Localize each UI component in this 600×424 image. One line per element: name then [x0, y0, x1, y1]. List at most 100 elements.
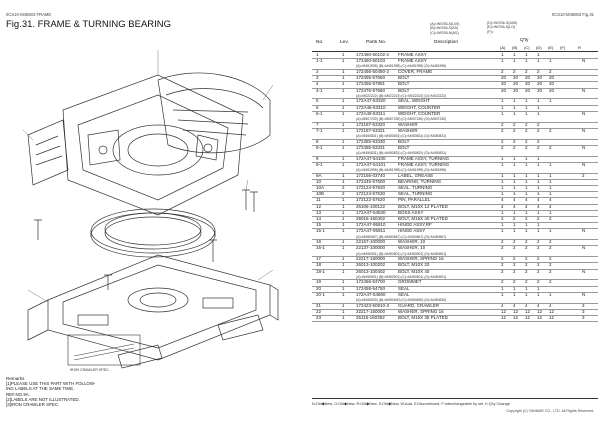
cell-lev: 1: [342, 216, 345, 221]
cell-part-no: 172A47-54100: [356, 155, 386, 161]
row-divider: [312, 75, 598, 77]
cell-qty: 2: [549, 262, 552, 268]
cell-description: WASHER, SPRING 16: [398, 256, 444, 262]
turning-bearing-drawing: [90, 208, 216, 258]
cell-remark: N: [582, 161, 586, 167]
cell-qty: 20: [525, 75, 531, 81]
cell-qty: 20: [525, 81, 531, 87]
cell-no: 1-1: [316, 58, 323, 64]
cell-qty: 1: [525, 52, 528, 57]
cell-qty: 1: [501, 110, 504, 116]
header-right-code: 0CS10-M46803 Fig.31: [551, 12, 594, 17]
cell-qty: 2: [513, 138, 516, 144]
cell-remark: N: [582, 110, 586, 116]
cell-remark: N: [582, 291, 586, 297]
cell-remark: 3: [582, 308, 585, 314]
cell-no: 8: [316, 138, 319, 144]
col-d: (D): [536, 45, 542, 50]
cell-part-no: 172460-50103: [356, 58, 386, 64]
cell-no: 14: [316, 216, 322, 221]
cell-lev: 1: [342, 127, 345, 133]
col-no: No.: [316, 40, 324, 45]
cell-qty: 1: [513, 185, 516, 190]
cell-qty: 1: [501, 191, 504, 197]
cell-description: FRAME ASSY, TURNING: [398, 161, 450, 167]
row-divider: [312, 228, 598, 230]
cell-part-no: 172455-57881: [356, 81, 386, 87]
cell-remark: 2: [582, 172, 585, 178]
cell-description: WASHER, SPRING 16: [398, 308, 444, 314]
cell-no: 1: [316, 52, 319, 57]
cell-lev: 1: [342, 209, 345, 215]
cell-description: SEAL, TURNING: [398, 185, 433, 190]
cell-part-no: 172156-03740: [356, 172, 386, 178]
cell-no: 21: [316, 302, 322, 308]
row-divider: [312, 144, 598, 146]
cell-qty: 2: [549, 268, 552, 274]
row-divider: [312, 268, 598, 270]
cell-description: BOLT, M16X 40 PLATED: [398, 216, 448, 221]
cell-qty: 20: [513, 81, 519, 87]
col-f: (F): [560, 45, 566, 50]
cell-lev: 1: [342, 203, 345, 209]
cell-part-no: 172476-57660: [356, 87, 386, 93]
cell-qty: 1: [501, 222, 504, 228]
exploded-parts-diagram: [22, 50, 279, 369]
cell-description: FRAME ASSY: [398, 52, 427, 57]
cell-lev: 1: [342, 75, 345, 81]
cell-qty: 2: [537, 279, 540, 285]
cell-qty: 1: [537, 104, 540, 110]
cell-remark: N: [582, 245, 586, 251]
cell-qty: 2: [501, 69, 504, 74]
cell-qty: 1: [537, 228, 540, 234]
row-divider: [312, 291, 598, 293]
cell-qty: 2: [549, 256, 552, 262]
cell-qty: 2: [525, 127, 528, 133]
cell-description: WASHER: [398, 121, 418, 127]
cell-description: HINGE ASSY: [398, 228, 426, 234]
cell-part-no: 172456-50480-2: [356, 69, 390, 74]
cell-part-no: 172187-53321: [356, 127, 386, 133]
cell-qty: 1: [537, 161, 540, 167]
remarks-section: Remarks [1]PLEASE USE THIS PART WITH FOL…: [6, 376, 95, 407]
cell-no: 9: [316, 155, 319, 161]
cell-part-no: 172460-50102-2: [356, 52, 390, 57]
row-note-text: (A)=M450630) (B)=M450630) (C)=M450630) (…: [356, 298, 447, 302]
cell-part-no: 22217-160000: [356, 308, 386, 314]
cell-qty: 1: [549, 209, 552, 215]
option-line: (A)=WOS6-S(L05): [430, 22, 460, 26]
cell-description: WASHER, 10: [398, 245, 426, 251]
cell-qty: 20: [537, 81, 543, 87]
cell-qty: 4: [501, 302, 504, 308]
cell-qty: 12: [549, 315, 555, 320]
cell-part-no: 26013-100402: [356, 268, 386, 274]
cell-qty: 2: [501, 256, 504, 262]
cell-qty: 1: [501, 172, 504, 178]
row-divider: [312, 216, 598, 217]
cell-qty: 12: [537, 308, 543, 314]
cell-qty: 2: [549, 216, 552, 221]
row-note-text: (A)=M450831) (B)=M450831) (C)=M450831) (…: [356, 134, 447, 138]
cell-qty: 2: [501, 121, 504, 127]
cell-qty: 1: [513, 191, 516, 197]
cell-part-no: 22157-100000: [356, 239, 386, 245]
cell-qty: 20: [513, 75, 519, 81]
row-note-text: (A)=M451995) (B)=M451995) (C)=M451995) (…: [356, 168, 447, 172]
cell-qty: 1: [513, 58, 516, 64]
row-note: (A)=M451995) (B)=M451995) (C)=M451995) (…: [312, 64, 598, 69]
cell-qty: 2: [549, 245, 552, 251]
row-divider: [312, 58, 598, 60]
row-note: (A)=M450501) (B)=M450501) (C)=M450501) (…: [312, 275, 598, 280]
option-line: (F)=: [487, 29, 494, 34]
cell-lev: 1: [342, 81, 345, 87]
col-r: R: [578, 45, 581, 50]
remarks-heading: Remarks: [6, 376, 25, 381]
cell-qty: 2: [537, 239, 540, 245]
row-divider: [312, 203, 598, 205]
cell-qty: 1: [513, 222, 516, 228]
